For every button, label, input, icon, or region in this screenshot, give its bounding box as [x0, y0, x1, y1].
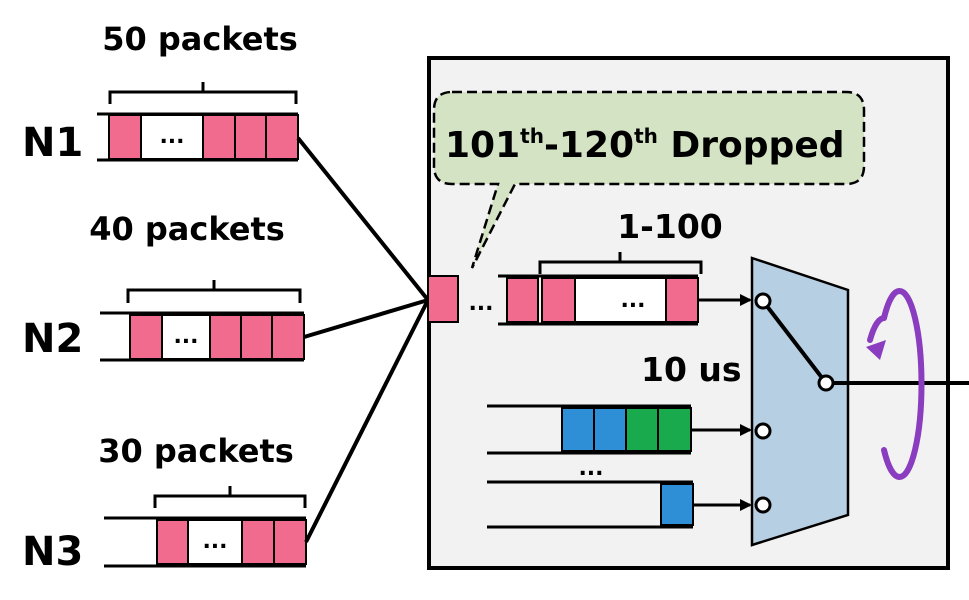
- packet-count-label: 30 packets: [98, 432, 294, 470]
- input-port: [754, 422, 772, 440]
- link-n3: [304, 299, 430, 543]
- packet: [665, 277, 699, 323]
- arrowhead: [740, 294, 752, 306]
- input-port: [754, 292, 772, 310]
- node-n1: N1 50 packets ...: [22, 20, 299, 166]
- packet: [156, 519, 189, 565]
- packet: [541, 277, 576, 323]
- drop-label-num1: 101: [445, 125, 520, 166]
- ellipsis: ...: [620, 288, 645, 313]
- packet: [660, 483, 694, 526]
- packet-count-label: 40 packets: [89, 210, 285, 248]
- drop-label-sup2: th: [634, 124, 658, 148]
- node-n3: N3 30 packets ...: [22, 432, 307, 575]
- packet: [265, 114, 299, 160]
- scheduler-arm: [761, 299, 828, 385]
- drop-label: 101th-120th Dropped: [445, 124, 845, 166]
- packet: [240, 314, 273, 360]
- drop-callout: 101th-120th Dropped: [432, 90, 866, 269]
- drop-label-sup1: th: [520, 124, 544, 148]
- packet-gap: [187, 519, 243, 565]
- node-label: N2: [22, 316, 83, 362]
- node-label: N1: [22, 120, 83, 166]
- brace: [126, 280, 302, 303]
- packet: [625, 407, 659, 452]
- packet: [129, 314, 163, 360]
- packet-gap: [574, 277, 667, 323]
- packet: [234, 114, 267, 160]
- packet: [561, 407, 595, 452]
- node-n2: N2 40 packets ...: [22, 210, 305, 362]
- packet: [241, 519, 275, 565]
- interval-label: 10 us: [641, 350, 742, 389]
- output-port: [817, 374, 835, 392]
- packet: [108, 114, 142, 160]
- scheduler-body: [750, 256, 850, 547]
- ellipsis: ...: [159, 124, 184, 149]
- packet-gap: [161, 314, 211, 360]
- ellipsis: ...: [578, 456, 603, 481]
- queue-1: 1-100 ...: [498, 207, 752, 326]
- brace: [538, 252, 703, 274]
- drop-label-mid: -120: [544, 125, 634, 166]
- ellipsis: ...: [202, 529, 227, 554]
- scheduler: [750, 256, 969, 547]
- ingress-packet: [427, 275, 459, 323]
- packet: [657, 407, 692, 452]
- callout-bubble: [432, 90, 866, 269]
- queue-2: [487, 404, 752, 455]
- packet-count-label: 50 packets: [102, 20, 298, 58]
- input-port: [754, 496, 772, 514]
- arrowhead: [740, 499, 752, 511]
- ellipsis: ...: [468, 291, 493, 316]
- link-n1: [296, 136, 430, 302]
- drop-label-rest: Dropped: [658, 125, 845, 166]
- link-n2: [303, 298, 429, 339]
- packet: [273, 519, 307, 565]
- packet: [506, 277, 539, 323]
- brace: [153, 486, 307, 508]
- packet: [271, 314, 305, 360]
- brace: [108, 82, 298, 104]
- rotate-arrow-icon: [866, 288, 925, 480]
- queue-range-label: 1-100: [617, 207, 723, 246]
- packet: [202, 114, 236, 160]
- queue-3: [487, 480, 752, 529]
- ellipsis: ...: [173, 324, 198, 349]
- packet: [593, 407, 627, 452]
- packet: [209, 314, 242, 360]
- arrowhead: [740, 424, 752, 436]
- node-label: N3: [22, 529, 83, 575]
